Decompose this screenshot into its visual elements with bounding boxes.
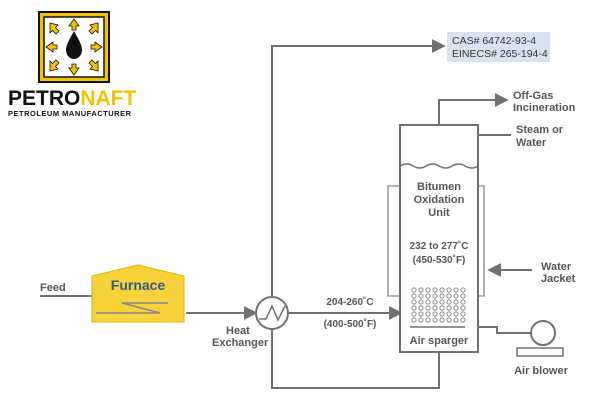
oil-drop-icon [66,31,82,59]
logo-tagline: PETROLEUM MANUFACTURER [8,109,132,118]
feed-label: Feed [40,282,66,294]
bubble [432,299,438,305]
bubble [439,287,445,293]
bubble [453,287,459,293]
liquid-level-icon [399,163,479,169]
bubble [446,293,452,299]
reactor-bottoms-line [271,330,440,389]
logo-arrows-icon [45,18,103,76]
offgas-label-line2: Incineration [513,102,576,114]
furnace: Furnace [91,264,185,323]
bubble [446,299,452,305]
bubble [460,299,466,305]
reactor-label-line2: Oxidation [414,194,465,206]
petronaft-logo: PETRONAFT PETROLEUM MANUFACTURER [8,11,137,118]
logo-brand-text: PETRONAFT [8,87,137,110]
product-outlet-line [271,39,446,296]
bubble [418,305,424,311]
bubble [418,299,424,305]
bubble [460,293,466,299]
bubble [425,311,431,317]
bubble [418,293,424,299]
bubble [439,293,445,299]
furnace-label: Furnace [111,277,166,293]
furnace-body [91,264,185,323]
air-blower-label: Air blower [514,365,569,377]
bubble [425,317,431,323]
bubble [425,299,431,305]
bubble [453,305,459,311]
bubble [411,317,417,323]
bubble [446,311,452,317]
blower-icon [530,320,556,346]
bubble [432,305,438,311]
bubble [439,299,445,305]
bubble [460,317,466,323]
bubble [425,287,431,293]
furnace-coil-icon [96,302,168,314]
bubble [411,305,417,311]
reactor-temp-c: 232 to 277˚C [410,240,469,252]
reactor-label-line1: Bitumen [417,181,461,193]
exchanger-outlet-temp-f: (400-500˚F) [324,318,377,330]
bubble [446,287,452,293]
offgas-label-line1: Off-Gas [513,90,553,102]
air-blower [516,320,564,357]
piping [40,39,532,389]
heat-exchanger [255,296,289,330]
bubble [432,287,438,293]
bubble [411,287,417,293]
bubble [453,317,459,323]
air-feed-line [461,320,531,334]
bubble [411,299,417,305]
bubble [460,287,466,293]
bubble [425,293,431,299]
bubble [432,311,438,317]
identifier-box: CAS# 64742-93-4 EINECS# 265-194-4 [447,32,550,62]
water-jacket-label-line2: Jacket [541,273,576,285]
steam-label-line1: Steam or [516,124,564,136]
reactor-label-line3: Unit [428,207,450,219]
bubble [439,305,445,311]
bubble [453,293,459,299]
bubble [418,311,424,317]
bubbles-icon [411,287,466,323]
reactor-temp-f: (450-530˚F) [413,254,466,266]
bubble [439,311,445,317]
bubble [432,293,438,299]
bubble [453,311,459,317]
einecs-number: EINECS# 265-194-4 [452,48,548,60]
exchanger-zigzag-icon [259,304,286,322]
bubble [446,305,452,311]
bubble [460,311,466,317]
bubble [411,311,417,317]
bubble [418,287,424,293]
air-sparger-label: Air sparger [410,335,469,347]
bubble [453,299,459,305]
heat-exchanger-label-line2: Exchanger [212,337,269,349]
bubble [460,305,466,311]
heat-exchanger-symbol [255,296,289,330]
water-jacket-label-line1: Water [541,261,572,273]
exchanger-outlet-temp-c: 204-260˚C [326,296,373,308]
bubble [418,317,424,323]
bubble [439,317,445,323]
cas-number: CAS# 64742-93-4 [452,35,536,47]
identifier-box-bg [447,32,550,62]
bubble [432,317,438,323]
bubble [446,317,452,323]
bitumen-oxidation-reactor [387,124,485,353]
offgas-line [438,93,509,125]
heat-exchanger-label-line1: Heat [226,325,250,337]
steam-label-line2: Water [516,137,547,149]
reactor-vessel [399,124,479,353]
bubble [411,293,417,299]
blower-base [516,347,564,357]
bubble [425,305,431,311]
